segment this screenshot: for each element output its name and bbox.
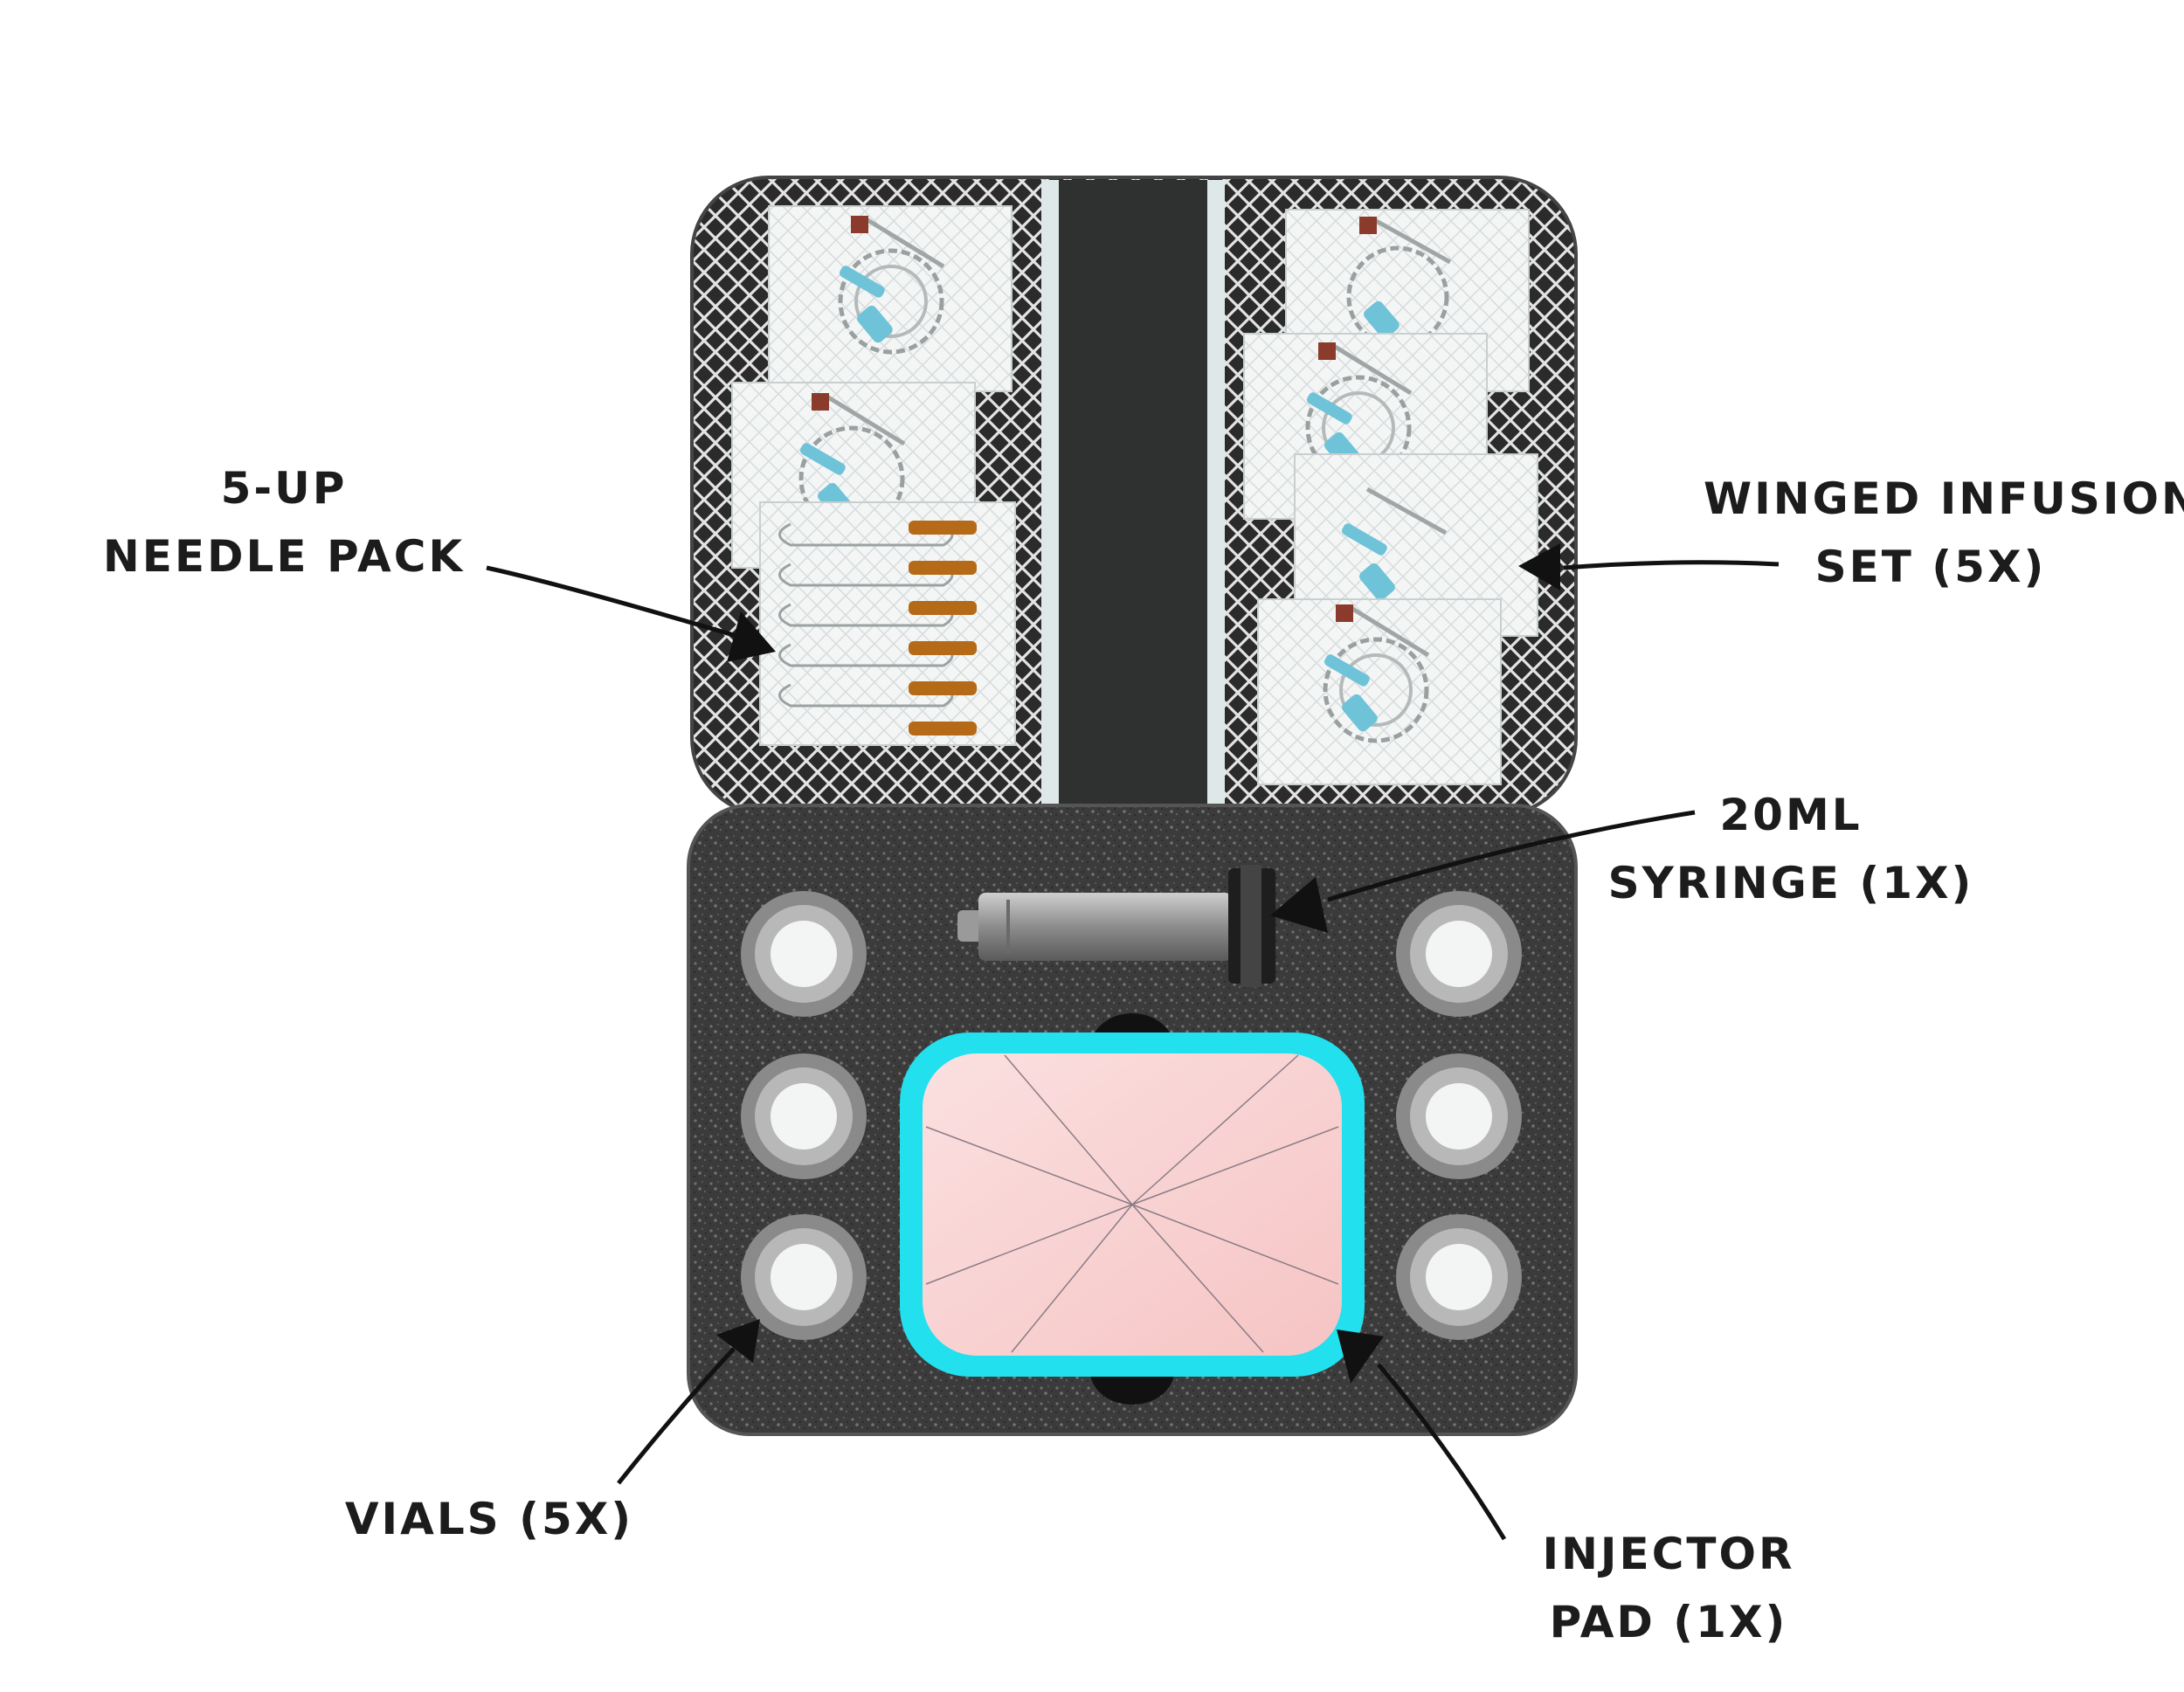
injector-pad <box>900 1013 1365 1405</box>
label-winged-infusion-line1: WINGED INFUSION <box>1704 473 2184 524</box>
left-infusion-card-1 <box>768 205 1013 392</box>
label-injector-pad: INJECTOR PAD (1X) <box>1485 1520 1852 1656</box>
label-syringe-line2: SYRINGE (1X) <box>1607 858 1974 908</box>
vial-icon <box>741 891 867 1017</box>
label-vials: VIALS (5X) <box>332 1485 646 1553</box>
vial-icon <box>1396 891 1522 1017</box>
arrow-winged-infusion <box>1518 543 1780 590</box>
lid-center-strip <box>1041 180 1225 809</box>
label-injector-pad-line2: PAD (1X) <box>1549 1597 1788 1647</box>
label-syringe-line1: 20ML <box>1719 790 1863 840</box>
label-needle-pack-line2: NEEDLE PACK <box>102 531 466 582</box>
label-needle-pack: 5-UP NEEDLE PACK <box>70 454 498 590</box>
arrow-needle-pack <box>486 565 776 662</box>
arrow-injector-pad <box>1337 1329 1507 1541</box>
label-winged-infusion-line2: SET (5X) <box>1814 542 2047 592</box>
label-needle-pack-line1: 5-UP <box>220 463 348 514</box>
syringe-icon <box>957 865 1275 987</box>
label-syringe: 20ML SYRINGE (1X) <box>1581 781 2001 917</box>
label-winged-infusion: WINGED INFUSION SET (5X) <box>1704 465 2184 601</box>
label-vials-line1: VIALS (5X) <box>344 1494 634 1544</box>
needle-pack <box>759 501 1016 746</box>
vials <box>741 891 1522 1340</box>
infusion-set-icon <box>838 216 945 355</box>
vial-icon <box>1396 1053 1522 1179</box>
arrow-syringe <box>1270 810 1696 933</box>
arrow-icon <box>486 565 743 640</box>
vial-icon <box>741 1214 867 1340</box>
vial-icon <box>741 1053 867 1179</box>
arrow-vials <box>617 1319 760 1485</box>
label-injector-pad-line1: INJECTOR <box>1542 1529 1795 1579</box>
right-infusion-card-4 <box>1257 598 1502 785</box>
vial-icon <box>1396 1214 1522 1340</box>
